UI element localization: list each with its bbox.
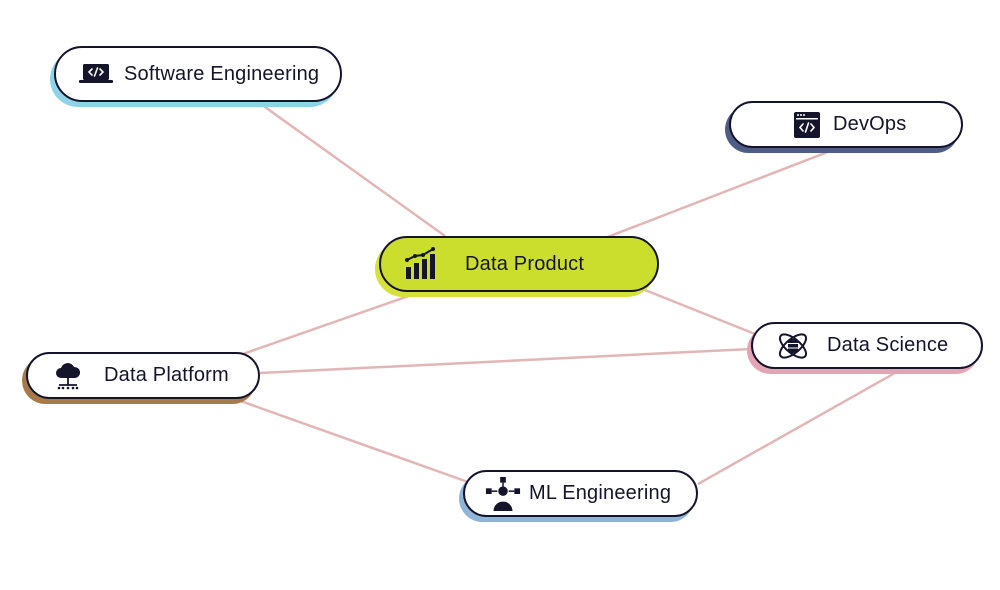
browser-code-icon (789, 109, 825, 141)
node-data-science[interactable]: Data Science (751, 322, 983, 369)
node-label: Data Product (465, 252, 585, 275)
node-label: ML Engineering (529, 482, 672, 504)
node-label: Software Engineering (124, 62, 320, 85)
bar-chart-growth-icon (403, 247, 439, 280)
edge-data-platform-ml-engineering (234, 397, 469, 484)
edge-data-product-software-engineering (257, 100, 446, 238)
node-data-product[interactable]: Data Product (379, 236, 659, 292)
node-devops[interactable]: DevOps (729, 101, 963, 148)
node-ml-engineering[interactable]: ML Engineering (463, 470, 698, 517)
person-network-icon (485, 476, 521, 511)
cloud-network-icon (50, 360, 86, 392)
node-label: Data Science (827, 334, 949, 356)
node-label: DevOps (833, 113, 907, 135)
laptop-code-icon (78, 58, 114, 90)
atom-database-icon (775, 330, 811, 362)
node-label: Data Platform (104, 364, 229, 386)
node-software-engineering[interactable]: Software Engineering (54, 46, 342, 102)
edge-data-product-data-platform (239, 290, 421, 357)
edge-ml-engineering-data-science (697, 367, 903, 486)
edge-data-platform-data-science (259, 347, 752, 375)
edge-data-product-devops (604, 146, 839, 240)
edge-data-product-data-science (644, 288, 761, 338)
node-data-platform[interactable]: Data Platform (26, 352, 260, 399)
